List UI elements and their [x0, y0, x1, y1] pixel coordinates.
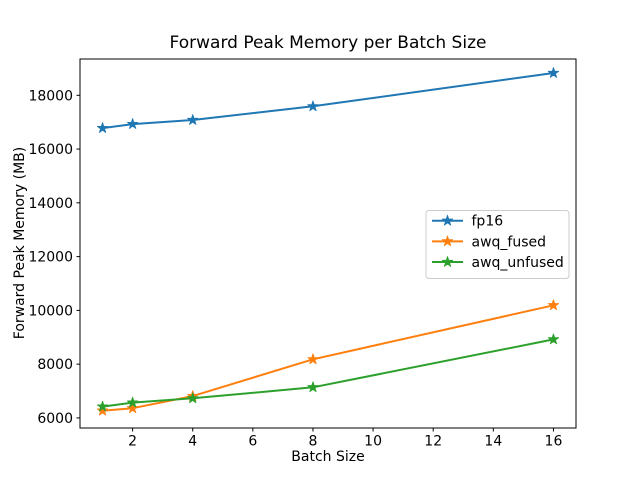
y-tick-label: 12000 — [28, 250, 73, 266]
data-point-marker-awq_fused-x8 — [307, 353, 319, 365]
x-tick-label: 8 — [309, 434, 318, 450]
legend-marker-fp16 — [441, 214, 454, 226]
legend-marker-awq_fused — [441, 235, 454, 247]
legend-label-awq_unfused: awq_unfused — [472, 255, 564, 271]
data-point-marker-fp16-x2 — [126, 118, 139, 129]
x-axis-label: Batch Size — [291, 449, 365, 465]
series-line-fp16 — [101, 72, 555, 130]
data-point-marker-awq_fused-x2 — [126, 402, 139, 414]
x-tick-label: 10 — [364, 434, 382, 450]
legend-marker-awq_unfused — [441, 256, 454, 267]
data-point-marker-fp16-x1 — [96, 122, 109, 133]
y-tick-label: 16000 — [28, 142, 73, 158]
y-tick-label: 6000 — [37, 411, 73, 427]
x-tick-label: 6 — [248, 434, 257, 450]
y-tick-label: 18000 — [28, 88, 73, 104]
legend-label-fp16: fp16 — [472, 214, 504, 230]
legend-label-awq_fused: awq_fused — [472, 234, 547, 250]
y-tick-label: 14000 — [28, 196, 73, 212]
chart-title: Forward Peak Memory per Batch Size — [169, 33, 487, 53]
x-tick-label: 2 — [128, 434, 137, 450]
data-point-marker-awq_unfused-x4 — [187, 392, 199, 404]
series-line-awq_fused — [101, 304, 555, 412]
data-point-marker-awq_unfused-x8 — [307, 381, 319, 393]
plot-frame — [79, 58, 577, 429]
data-point-marker-fp16-x16 — [547, 67, 560, 78]
y-tick-label: 8000 — [37, 357, 73, 373]
data-point-marker-awq_fused-x16 — [547, 299, 560, 311]
data-point-marker-fp16-x8 — [307, 100, 319, 112]
data-point-marker-awq_fused-x1 — [96, 404, 109, 416]
data-point-marker-awq_unfused-x16 — [547, 333, 560, 345]
x-tick-label: 12 — [424, 434, 442, 450]
x-tick-label: 4 — [188, 434, 197, 450]
data-point-marker-fp16-x4 — [187, 114, 199, 125]
x-tick-label: 16 — [545, 434, 563, 450]
x-tick-label: 14 — [484, 434, 502, 450]
series-line-awq_unfused — [101, 338, 555, 408]
y-tick-label: 10000 — [28, 303, 73, 319]
data-point-marker-awq_unfused-x2 — [126, 396, 139, 408]
data-point-marker-awq_unfused-x1 — [96, 400, 109, 412]
